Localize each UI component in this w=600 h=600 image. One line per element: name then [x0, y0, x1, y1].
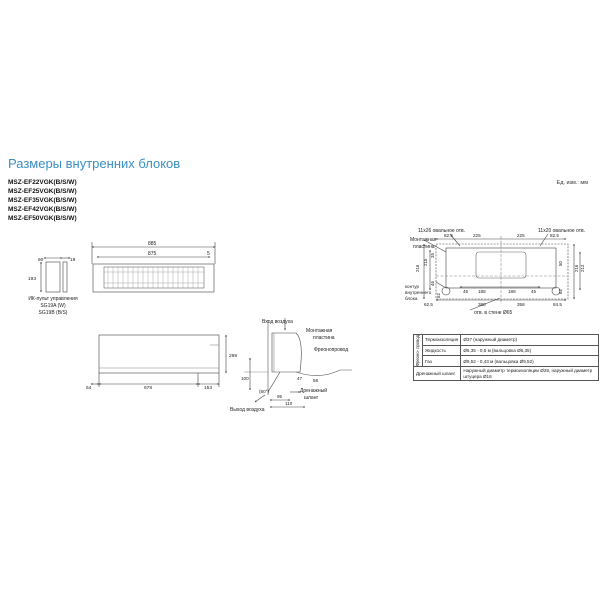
mount-left-dim-1: 216 [415, 264, 420, 272]
mount-left-dim-4: 46 [430, 281, 435, 286]
mount-left-dim-2: 215 [423, 258, 428, 266]
remote-front-outline [45, 261, 61, 293]
remote-caption: ИК-пульт управления SG19A (W) SG19B (B/S… [18, 296, 88, 317]
model-name: MSZ-EF25VGK(B/S/W) [8, 188, 77, 195]
front-offset: 5 [207, 251, 210, 257]
mount-center-dim-4: 45 [531, 289, 537, 294]
mount-bottom-dim-3: 358 [517, 302, 525, 307]
mount-center-dim-2: 188 [478, 289, 486, 294]
mount-right-dim-1: 216 [574, 264, 579, 272]
front-total-width: 885 [148, 241, 157, 247]
pipe-row-value: Ø37 (наружный диаметр) [460, 334, 599, 346]
mount-right-dim-3: 50 [558, 261, 563, 266]
mount-bottom-dim-2: 380 [478, 302, 486, 307]
pipe-label: Фреонопровод [314, 347, 348, 353]
front-inner-width: 875 [148, 251, 157, 257]
hole-left-label: 11x26 овальное отв. [418, 228, 465, 234]
contour-label-3: блока [405, 296, 418, 301]
plate-label-mount-2: пластина [413, 244, 435, 250]
pipe-row-value: Ø9,52 - 0,43 м (вальцовка Ø9,52) [460, 355, 599, 368]
remote-caption-line: SG19B (B/S) [38, 310, 68, 316]
drain-label-1: Дренажный [300, 387, 327, 394]
contour-label-2: внутреннего [405, 290, 432, 295]
mount-bottom-dim-4: 84.5 [553, 302, 562, 307]
remote-drawing [40, 257, 71, 293]
model-name: MSZ-EF50VGK(B/S/W) [8, 215, 77, 222]
bottom-left-dim: 54 [86, 385, 92, 391]
drain-label-2: шланг [304, 395, 318, 401]
unit-side-outline [271, 332, 302, 373]
wall-hole-left [441, 286, 451, 296]
pipe-row-name: Газ [421, 355, 462, 368]
table-row: Жидкость Ø6,35 - 0,5 м (вальцовка Ø6,35) [414, 344, 599, 357]
plate-label-side-2: пластина [313, 335, 335, 341]
mount-top-dim-2: 225 [473, 233, 481, 238]
side-dim-47: 47 [297, 376, 303, 381]
side-dim-80: (80°) [259, 389, 269, 394]
remote-width-left: 60 [38, 257, 44, 263]
wall-hole-right [551, 286, 561, 296]
mount-top-dim-4: 82.5 [550, 233, 559, 238]
mount-bottom-dim-1: 62.5 [424, 302, 433, 307]
remote-width-right: 19 [70, 257, 76, 263]
table-row: Газ Ø9,52 - 0,43 м (вальцовка Ø9,52) [414, 355, 599, 368]
bottom-view-drawing [90, 334, 227, 387]
model-name: MSZ-EF35VGK(B/S/W) [8, 197, 77, 204]
air-in-label: Вход воздуха [262, 319, 293, 325]
contour-label-1: контур [405, 284, 420, 289]
hole-right-label: 11x20 овальное отв. [538, 228, 585, 234]
unit-front-outline [92, 263, 215, 293]
plate-label-mount-1: Монтажная [410, 237, 437, 243]
model-name: MSZ-EF22VGK(B/S/W) [8, 179, 77, 186]
mount-right-dim-4: 62 [558, 289, 563, 294]
mount-left-dim-5: 62 [436, 293, 441, 298]
mount-left-dim-3: 35 [430, 253, 435, 258]
mount-right-dim-2: 212 [580, 264, 585, 272]
remote-side-outline [62, 261, 68, 293]
side-dim-100: 100 [241, 376, 249, 381]
front-view-drawing [91, 242, 216, 293]
model-list: MSZ-EF22VGK(B/S/W) MSZ-EF25VGK(B/S/W) MS… [8, 178, 77, 223]
air-out-label: Выход воздуха [230, 407, 265, 413]
units-label: Ед. изм.: мм [556, 180, 588, 186]
remote-height: 193 [28, 276, 36, 282]
remote-caption-line: ИК-пульт управления [28, 296, 78, 302]
pipe-group-label: Фреоно- провод [413, 333, 423, 368]
mounting-plate-drawing [423, 233, 581, 311]
drain-row-value: Наружный диаметр термоизоляции Ø29, нару… [460, 366, 599, 382]
indoor-unit-contour [435, 243, 569, 300]
side-dim-95: 95 [277, 394, 283, 399]
wall-hole-label: отв. в стене Ø65 [474, 310, 513, 316]
plate-label-side-1: Монтажная [306, 328, 333, 334]
side-view-drawing [244, 318, 352, 408]
bottom-height-dim: 299 [229, 353, 237, 359]
mount-top-dim-1: 82.5 [444, 233, 453, 238]
model-name: MSZ-EF42VGK(B/S/W) [8, 206, 77, 213]
pipe-row-name: Термоизоляция [421, 334, 462, 346]
bottom-right-dim: 153 [204, 385, 212, 391]
remote-caption-line: SG19A (W) [40, 303, 66, 309]
pipe-row-name: Жидкость [421, 344, 462, 357]
drain-row-name: Дренажный шланг [412, 366, 462, 382]
bottom-middle-dim: 678 [144, 385, 152, 391]
mount-center-dim-3: 188 [508, 289, 516, 294]
table-row: Фреоно- провод Термоизоляция Ø37 (наружн… [413, 333, 599, 368]
unit-bottom-outline [98, 334, 220, 374]
table-row: Дренажный шланг Наружный диаметр термоиз… [412, 366, 599, 382]
pipe-spec-table: Фреоно- провод Термоизоляция Ø37 (наружн… [412, 333, 599, 382]
side-dim-58: 58 [313, 378, 319, 383]
mount-top-dim-3: 225 [517, 233, 525, 238]
pipe-row-value: Ø6,35 - 0,5 м (вальцовка Ø6,35) [460, 344, 599, 357]
front-grille [103, 266, 205, 289]
side-dim-110: 110 [285, 401, 293, 406]
mount-center-dim-1: 45 [463, 289, 469, 294]
page-title: Размеры внутренних блоков [8, 156, 181, 171]
